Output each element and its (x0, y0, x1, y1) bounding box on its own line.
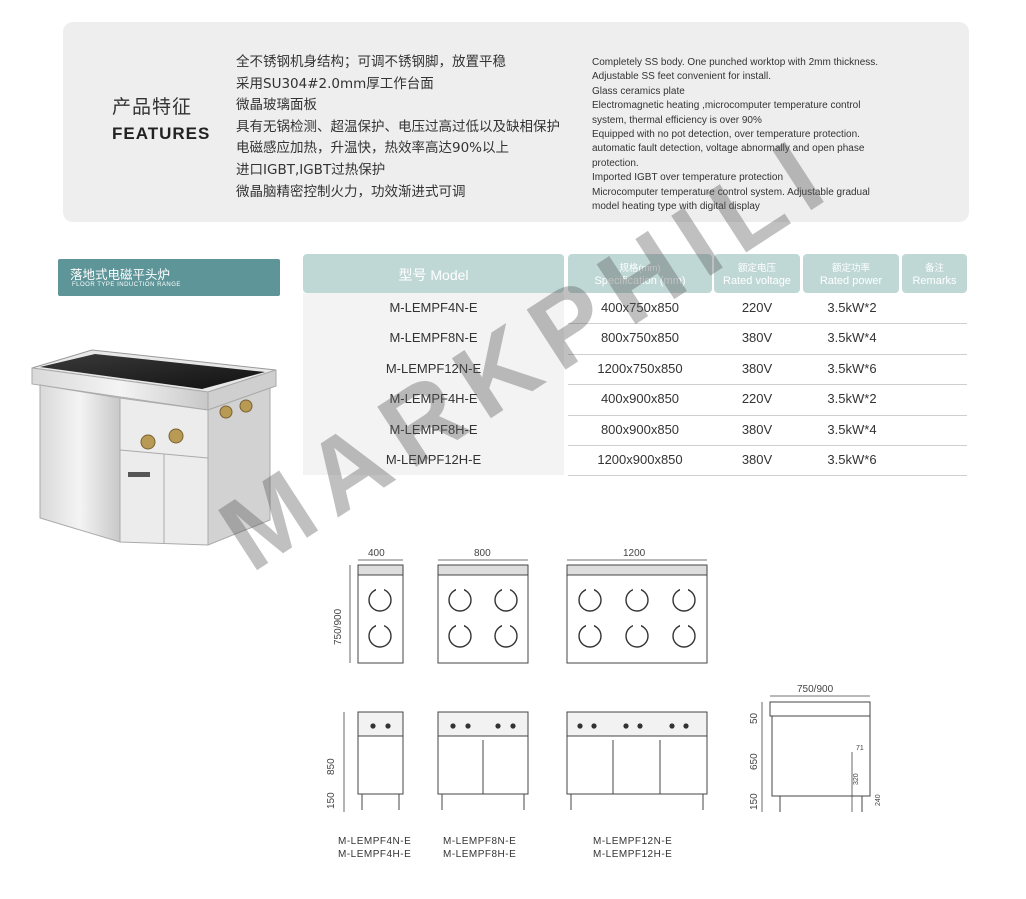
cell-power: 3.5kW*4 (802, 323, 902, 355)
cell-remarks (902, 354, 967, 386)
header-power: 额定功率 Rated power (803, 254, 899, 293)
dim-side-150: 150 (749, 793, 760, 810)
header-remarks-en: Remarks (912, 275, 957, 287)
cell-spec: 1200x750x850 (568, 354, 712, 386)
category-title-cn: 落地式电磁平头炉 (70, 267, 171, 282)
drawing-caption-12: M-LEMPF12N-E M-LEMPF12H-E (593, 836, 672, 861)
dim-side-650: 650 (749, 753, 760, 770)
cell-voltage: 380V (712, 445, 802, 477)
dim-side-depth: 750/900 (797, 684, 834, 695)
feature-en-line: Electromagnetic heating ,microcomputer t… (592, 100, 861, 112)
caption-line: M-LEMPF12H-E (593, 848, 673, 860)
caption-line: M-LEMPF8H-E (443, 848, 517, 860)
cell-model: M-LEMPF8N-E (303, 323, 564, 355)
header-voltage-cn: 额定电压 (737, 263, 776, 274)
dim-leg-150: 150 (326, 792, 337, 809)
features-title-en: FEATURES (112, 124, 211, 143)
dim-side-50: 50 (749, 712, 760, 724)
category-title-en: FLOOR TYPE INDUCTION RANGE (72, 282, 181, 288)
feature-en-line: model heating type with digital display (592, 201, 760, 213)
header-voltage-en: Rated voltage (723, 275, 791, 287)
drawing-caption-8: M-LEMPF8N-E M-LEMPF8H-E (443, 836, 516, 861)
cell-power: 3.5kW*4 (802, 415, 902, 446)
cell-spec: 400x900x850 (568, 384, 712, 416)
cell-voltage: 220V (712, 384, 802, 416)
header-spec: 规格(mm) Specification (mm) (568, 254, 712, 293)
header-voltage: 额定电压 Rated voltage (714, 254, 800, 293)
cell-voltage: 220V (712, 293, 802, 325)
cell-remarks (902, 293, 967, 325)
header-power-en: Rated power (819, 275, 883, 287)
cell-spec: 800x900x850 (568, 415, 712, 446)
features-panel (63, 22, 969, 222)
table-row: M-LEMPF4N-E 400x750x850 220V 3.5kW*2 (303, 293, 967, 325)
header-model-label: 型号 Model (398, 267, 469, 283)
feature-cn-item: 电磁感应加热，升温快，热效率高达90%以上 (236, 140, 510, 157)
feature-cn-item: 全不锈钢机身结构；可调不锈钢脚，放置平稳 (236, 54, 506, 70)
feature-en-line: Completely SS body. One punched worktop … (592, 57, 879, 68)
cell-model: M-LEMPF12H-E (303, 444, 564, 477)
dim-side-71: 71 (856, 745, 864, 752)
spec-table: 型号 Model 规格(mm) Specification (mm) 额定电压 … (303, 254, 967, 477)
feature-cn-item: 微晶玻璃面板 (236, 97, 317, 114)
cell-spec: 800x750x850 (568, 323, 712, 355)
dim-width-800: 800 (474, 548, 491, 559)
features-list-en: Completely SS body. One punched worktop … (592, 56, 912, 214)
dim-width-400: 400 (368, 548, 385, 559)
caption-line: M-LEMPF8N-E (443, 836, 517, 847)
feature-cn-item: 采用SU304#2.0mm厚工作台面 (236, 75, 434, 92)
cell-voltage: 380V (712, 323, 802, 355)
cell-spec: 400x750x850 (568, 293, 712, 325)
feature-cn-item: 具有无锅检测、超温保护、电压过高过低以及缺相保护 (236, 118, 560, 135)
cell-remarks (902, 384, 967, 416)
feature-cn-item: 微晶脑精密控制火力，功效渐进式可调 (236, 183, 466, 200)
product-photo (31, 349, 277, 546)
feature-en-line: system, thermal efficiency is over 90% (592, 114, 762, 126)
table-row: M-LEMPF4H-E 400x900x850 220V 3.5kW*2 (303, 384, 967, 416)
cell-power: 3.5kW*2 (802, 293, 902, 325)
cell-voltage: 380V (712, 415, 802, 446)
feature-en-line: automatic fault detection, voltage abnor… (592, 143, 865, 155)
caption-line: M-LEMPF4N-E (338, 836, 412, 847)
feature-en-line: Equipped with no pot detection, over tem… (592, 129, 860, 141)
header-power-cn: 额定功率 (831, 263, 870, 274)
dim-side-240: 240 (875, 794, 882, 806)
dim-height-850: 850 (326, 758, 337, 775)
cell-remarks (902, 323, 967, 355)
cell-power: 3.5kW*2 (802, 384, 902, 416)
header-spec-cn: 规格(mm) (619, 263, 661, 274)
header-spec-en: Specification (mm) (594, 275, 686, 287)
cell-model: M-LEMPF4N-E (303, 293, 564, 325)
cell-remarks (902, 445, 967, 477)
header-model: 型号 Model (303, 254, 564, 293)
feature-cn-item: 进口IGBT,IGBT过热保护 (236, 161, 386, 178)
feature-en-line: Imported IGBT over temperature protectio… (592, 172, 784, 184)
caption-line: M-LEMPF4H-E (338, 848, 412, 860)
features-list-cn: 全不锈钢机身结构；可调不锈钢脚，放置平稳 采用SU304#2.0mm厚工作台面 … (236, 52, 560, 203)
cell-model: M-LEMPF4H-E (303, 384, 564, 416)
cell-voltage: 380V (712, 354, 802, 386)
dim-side-320: 320 (853, 773, 860, 785)
header-remarks-cn: 备注 (924, 263, 944, 274)
table-row: M-LEMPF12N-E 1200x750x850 380V 3.5kW*6 (303, 353, 967, 386)
dim-width-1200: 1200 (623, 548, 646, 559)
table-row: M-LEMPF12H-E 1200x900x850 380V 3.5kW*6 (303, 444, 967, 477)
dim-depth-top: 750/900 (333, 608, 344, 645)
features-title-cn: 产品特征 (112, 96, 193, 118)
drawing-caption-4: M-LEMPF4N-E M-LEMPF4H-E (338, 836, 411, 861)
caption-line: M-LEMPF12N-E (593, 836, 673, 847)
spec-table-header: 型号 Model 规格(mm) Specification (mm) 额定电压 … (303, 254, 967, 293)
cell-spec: 1200x900x850 (568, 445, 712, 477)
feature-en-line: Microcomputer temperature control system… (592, 186, 870, 198)
feature-en-line: Adjustable SS feet convenient for instal… (592, 71, 771, 83)
cell-power: 3.5kW*6 (802, 445, 902, 477)
feature-en-line: protection. (592, 157, 639, 169)
category-tag: 落地式电磁平头炉 FLOOR TYPE INDUCTION RANGE (58, 259, 280, 296)
feature-en-line: Glass ceramics plate (592, 85, 685, 97)
header-remarks: 备注 Remarks (902, 254, 967, 293)
cell-power: 3.5kW*6 (802, 354, 902, 386)
cell-remarks (902, 415, 967, 446)
table-row: M-LEMPF8N-E 800x750x850 380V 3.5kW*4 (303, 323, 967, 355)
